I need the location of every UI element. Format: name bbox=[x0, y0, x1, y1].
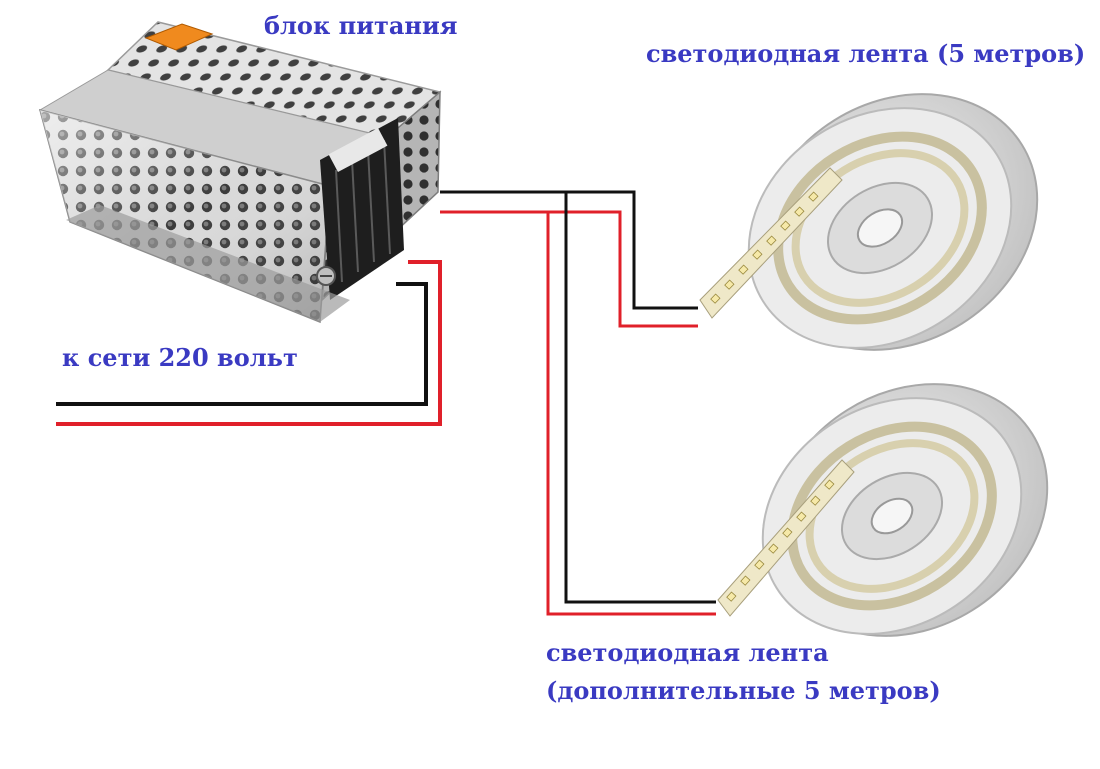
mains-wire-black bbox=[56, 282, 428, 406]
output-wire-red-strip1 bbox=[440, 210, 698, 328]
led-strip-extra-label-line1: светодиодная лента bbox=[546, 638, 829, 667]
mains-wire-red bbox=[56, 260, 442, 426]
output-wires bbox=[440, 190, 716, 616]
power-supply-label: блок питания bbox=[264, 11, 458, 40]
output-wire-black-strip2 bbox=[564, 192, 716, 604]
led-strip-extra-label: светодиодная лента (дополнительные 5 мет… bbox=[546, 634, 941, 710]
led-strip-reel-icon bbox=[717, 383, 1049, 637]
power-supply-icon bbox=[38, 21, 442, 324]
output-wire-red-strip2 bbox=[546, 212, 716, 616]
mains-wires bbox=[56, 260, 442, 426]
led-strip-extra-label-line2: (дополнительные 5 метров) bbox=[546, 676, 941, 705]
led-strip-reel-icon bbox=[699, 93, 1039, 351]
led-strip-main-label: светодиодная лента (5 метров) bbox=[646, 39, 1086, 68]
output-wire-black-strip1 bbox=[440, 190, 698, 310]
mains-label: к сети 220 вольт bbox=[62, 343, 298, 372]
